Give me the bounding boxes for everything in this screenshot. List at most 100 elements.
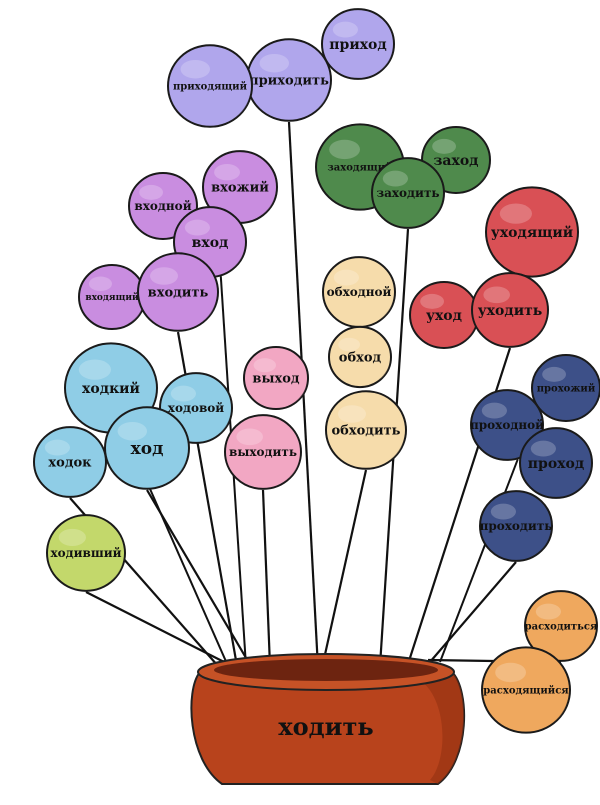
balloon-circle xyxy=(531,354,600,422)
balloon-word-label: выходить xyxy=(229,445,297,459)
balloon-highlight xyxy=(253,358,276,373)
balloon-circle xyxy=(224,414,302,490)
balloon-word-label: заход xyxy=(433,153,478,169)
balloon-highlight xyxy=(214,164,240,181)
balloon-circle xyxy=(471,272,549,348)
balloon-word-label: вхожий xyxy=(211,181,269,196)
balloon-word-label: расходиться xyxy=(525,622,598,633)
balloon-word-label: заходить xyxy=(376,186,439,200)
balloon-ukhod-2: уходить xyxy=(471,272,549,348)
balloon-prikhod-1: приходить xyxy=(246,38,332,122)
balloon-word-label: входной xyxy=(134,199,191,213)
balloon-highlight xyxy=(542,366,566,382)
balloon-highlight xyxy=(170,385,196,402)
stem-obkhod xyxy=(320,469,368,669)
balloon-prokhod-0: прохожий xyxy=(531,354,600,422)
balloon-word-label: прохожий xyxy=(537,384,596,395)
balloon-circle xyxy=(46,514,126,592)
balloon-highlight xyxy=(499,203,532,224)
balloon-vkhod-1: вхожий xyxy=(202,150,278,224)
balloon-highlight xyxy=(150,267,178,285)
balloon-vkhod-4: входить xyxy=(137,252,219,332)
balloon-vykhod-1: выходить xyxy=(224,414,302,490)
stem-khodivshiy xyxy=(85,591,233,667)
pot-soil xyxy=(214,659,438,681)
balloon-word-label: ход xyxy=(131,439,164,459)
balloon-khod-2: ход xyxy=(104,406,190,490)
balloon-circle xyxy=(481,646,571,734)
balloon-circle xyxy=(371,157,445,229)
balloon-highlight xyxy=(495,662,526,683)
balloon-word-label: ходкий xyxy=(82,380,140,397)
balloon-highlight xyxy=(117,421,147,441)
balloon-highlight xyxy=(180,59,210,79)
balloon-highlight xyxy=(535,603,562,620)
balloon-word-label: обходить xyxy=(332,424,401,439)
balloon-highlight xyxy=(184,219,210,236)
balloon-prikhod-2: приходящий xyxy=(167,44,253,128)
balloon-zakhod-2: заходить xyxy=(371,157,445,229)
balloon-circle xyxy=(479,490,553,562)
balloon-word-label: проходить xyxy=(480,519,553,533)
balloon-highlight xyxy=(530,440,557,457)
balloon-highlight xyxy=(338,405,366,423)
balloon-highlight xyxy=(490,503,516,520)
balloon-prikhod-0: приход xyxy=(321,8,395,80)
balloon-word-label: обход xyxy=(339,351,382,366)
balloon-highlight xyxy=(338,337,360,352)
balloon-highlight xyxy=(420,293,444,309)
stem-prokhod xyxy=(429,561,517,663)
balloon-circle xyxy=(33,426,107,498)
balloon-circle xyxy=(485,186,579,278)
balloon-word-label: обходной xyxy=(327,285,392,299)
balloon-word-label: входить xyxy=(148,286,209,301)
balloon-circle xyxy=(167,44,253,128)
balloon-obkhod-2: обходить xyxy=(325,390,407,470)
balloon-highlight xyxy=(58,528,86,546)
balloon-ukhod-0: уходящий xyxy=(485,186,579,278)
balloon-highlight xyxy=(139,184,164,200)
balloon-word-label: уход xyxy=(426,308,462,324)
balloon-prokhod-3: проходить xyxy=(479,490,553,562)
balloon-ukhod-1: уход xyxy=(409,281,479,349)
balloon-word-label: приход xyxy=(329,37,386,53)
balloon-highlight xyxy=(259,53,289,73)
balloon-word-label: проходной xyxy=(470,418,544,432)
balloon-circle xyxy=(328,325,392,389)
balloon-highlight xyxy=(88,276,112,292)
balloon-circle xyxy=(321,8,395,80)
balloon-raskhod-0: расходиться xyxy=(524,590,598,662)
balloon-circle xyxy=(104,406,190,490)
balloon-word-label: расходящийся xyxy=(483,686,569,697)
balloon-word-label: приходить xyxy=(249,74,329,89)
balloon-highlight xyxy=(44,439,70,456)
balloon-word-label: проход xyxy=(528,456,584,472)
root-word-label: ходить xyxy=(278,712,373,741)
pot-body-shade xyxy=(420,672,465,784)
balloon-word-label: выход xyxy=(252,372,299,387)
balloon-word-label: уходить xyxy=(478,303,543,319)
balloon-vkhod-3: входящий xyxy=(78,263,146,331)
balloon-word-label: ходивший xyxy=(50,546,121,560)
balloon-prokhod-1: проходной xyxy=(470,389,544,461)
balloon-circle xyxy=(519,427,593,499)
stem-vykhod xyxy=(261,489,272,667)
root-pot: ходить xyxy=(190,653,466,785)
balloon-highlight xyxy=(332,21,358,38)
balloon-circle xyxy=(470,389,544,461)
balloon-circle xyxy=(325,390,407,470)
balloon-raskhod-1: расходящийся xyxy=(481,646,571,734)
balloon-word-label: ходовой xyxy=(168,401,225,415)
balloon-highlight xyxy=(333,269,359,286)
balloon-circle xyxy=(524,590,598,662)
balloon-khod-3: ходок xyxy=(33,426,107,498)
balloon-highlight xyxy=(432,138,456,154)
balloon-highlight xyxy=(78,359,111,380)
balloon-circle xyxy=(243,345,309,411)
balloon-word-label: вход xyxy=(192,235,229,251)
balloon-prokhod-2: проход xyxy=(519,427,593,499)
balloon-highlight xyxy=(382,170,408,187)
